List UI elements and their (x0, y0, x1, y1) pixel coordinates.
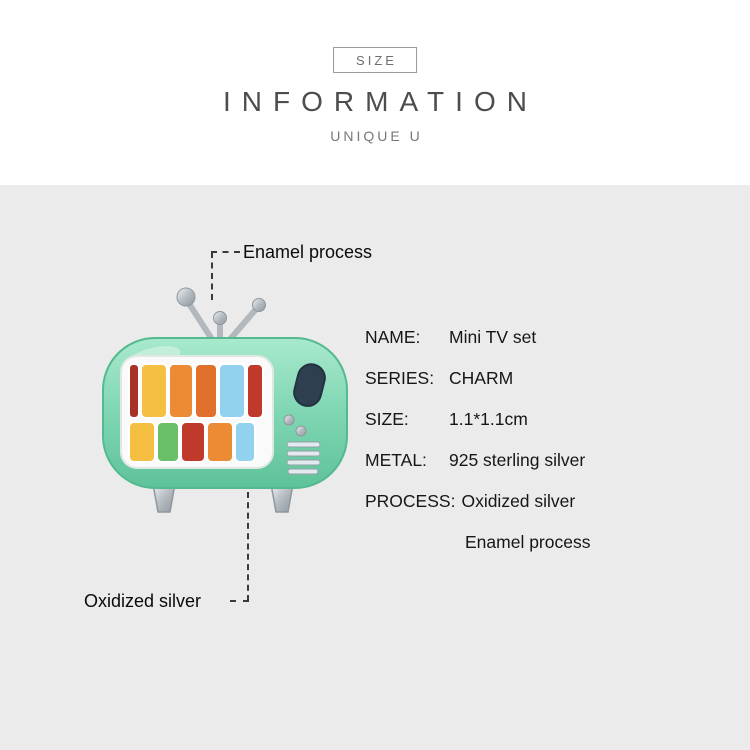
spec-row-series: SERIES: CHARM (365, 366, 590, 391)
annotation-line-vertical (247, 492, 249, 601)
spec-value: Oxidized silver (461, 491, 576, 511)
tv-charm-illustration (95, 280, 365, 525)
annotation-line-horizontal (230, 600, 249, 602)
spec-list: NAME: Mini TV set SERIES: CHARM SIZE: 1.… (365, 325, 590, 555)
page-subtitle: UNIQUE U (330, 128, 423, 144)
knobs-icon (283, 414, 307, 437)
spec-row-process: PROCESS: Oxidized silver (365, 489, 590, 514)
annotation-oxidized-silver: Oxidized silver (84, 591, 202, 611)
spec-process-line2: Enamel process (465, 532, 591, 552)
spec-row-name: NAME: Mini TV set (365, 325, 590, 350)
grille-icon (286, 441, 321, 475)
spec-value: 925 sterling silver (449, 450, 586, 470)
spec-label: NAME: (365, 327, 421, 347)
spec-label: SIZE: (365, 409, 409, 429)
tv-charm-svg (102, 287, 348, 513)
spec-value: 1.1*1.1cm (449, 409, 528, 429)
spec-value: Mini TV set (449, 327, 537, 347)
size-badge: SIZE (333, 47, 417, 73)
annotation-line-vertical (211, 252, 213, 300)
spec-label: METAL: (365, 450, 427, 470)
bead-hole (293, 363, 326, 407)
annotation-enamel-process: Enamel process (243, 242, 373, 262)
screen-stripes-top (128, 363, 264, 419)
spec-label: PROCESS: (365, 491, 456, 511)
screen-stripes-bottom (128, 421, 256, 463)
spec-value: CHARM (449, 368, 514, 388)
spec-row-metal: METAL: 925 sterling silver (365, 448, 590, 473)
annotation-line-horizontal (211, 251, 240, 253)
spec-label: SERIES: (365, 368, 435, 388)
page-title: INFORMATION (223, 86, 538, 117)
spec-row-size: SIZE: 1.1*1.1cm (365, 407, 590, 432)
product-panel: Enamel process Oxidized silver (0, 185, 750, 750)
